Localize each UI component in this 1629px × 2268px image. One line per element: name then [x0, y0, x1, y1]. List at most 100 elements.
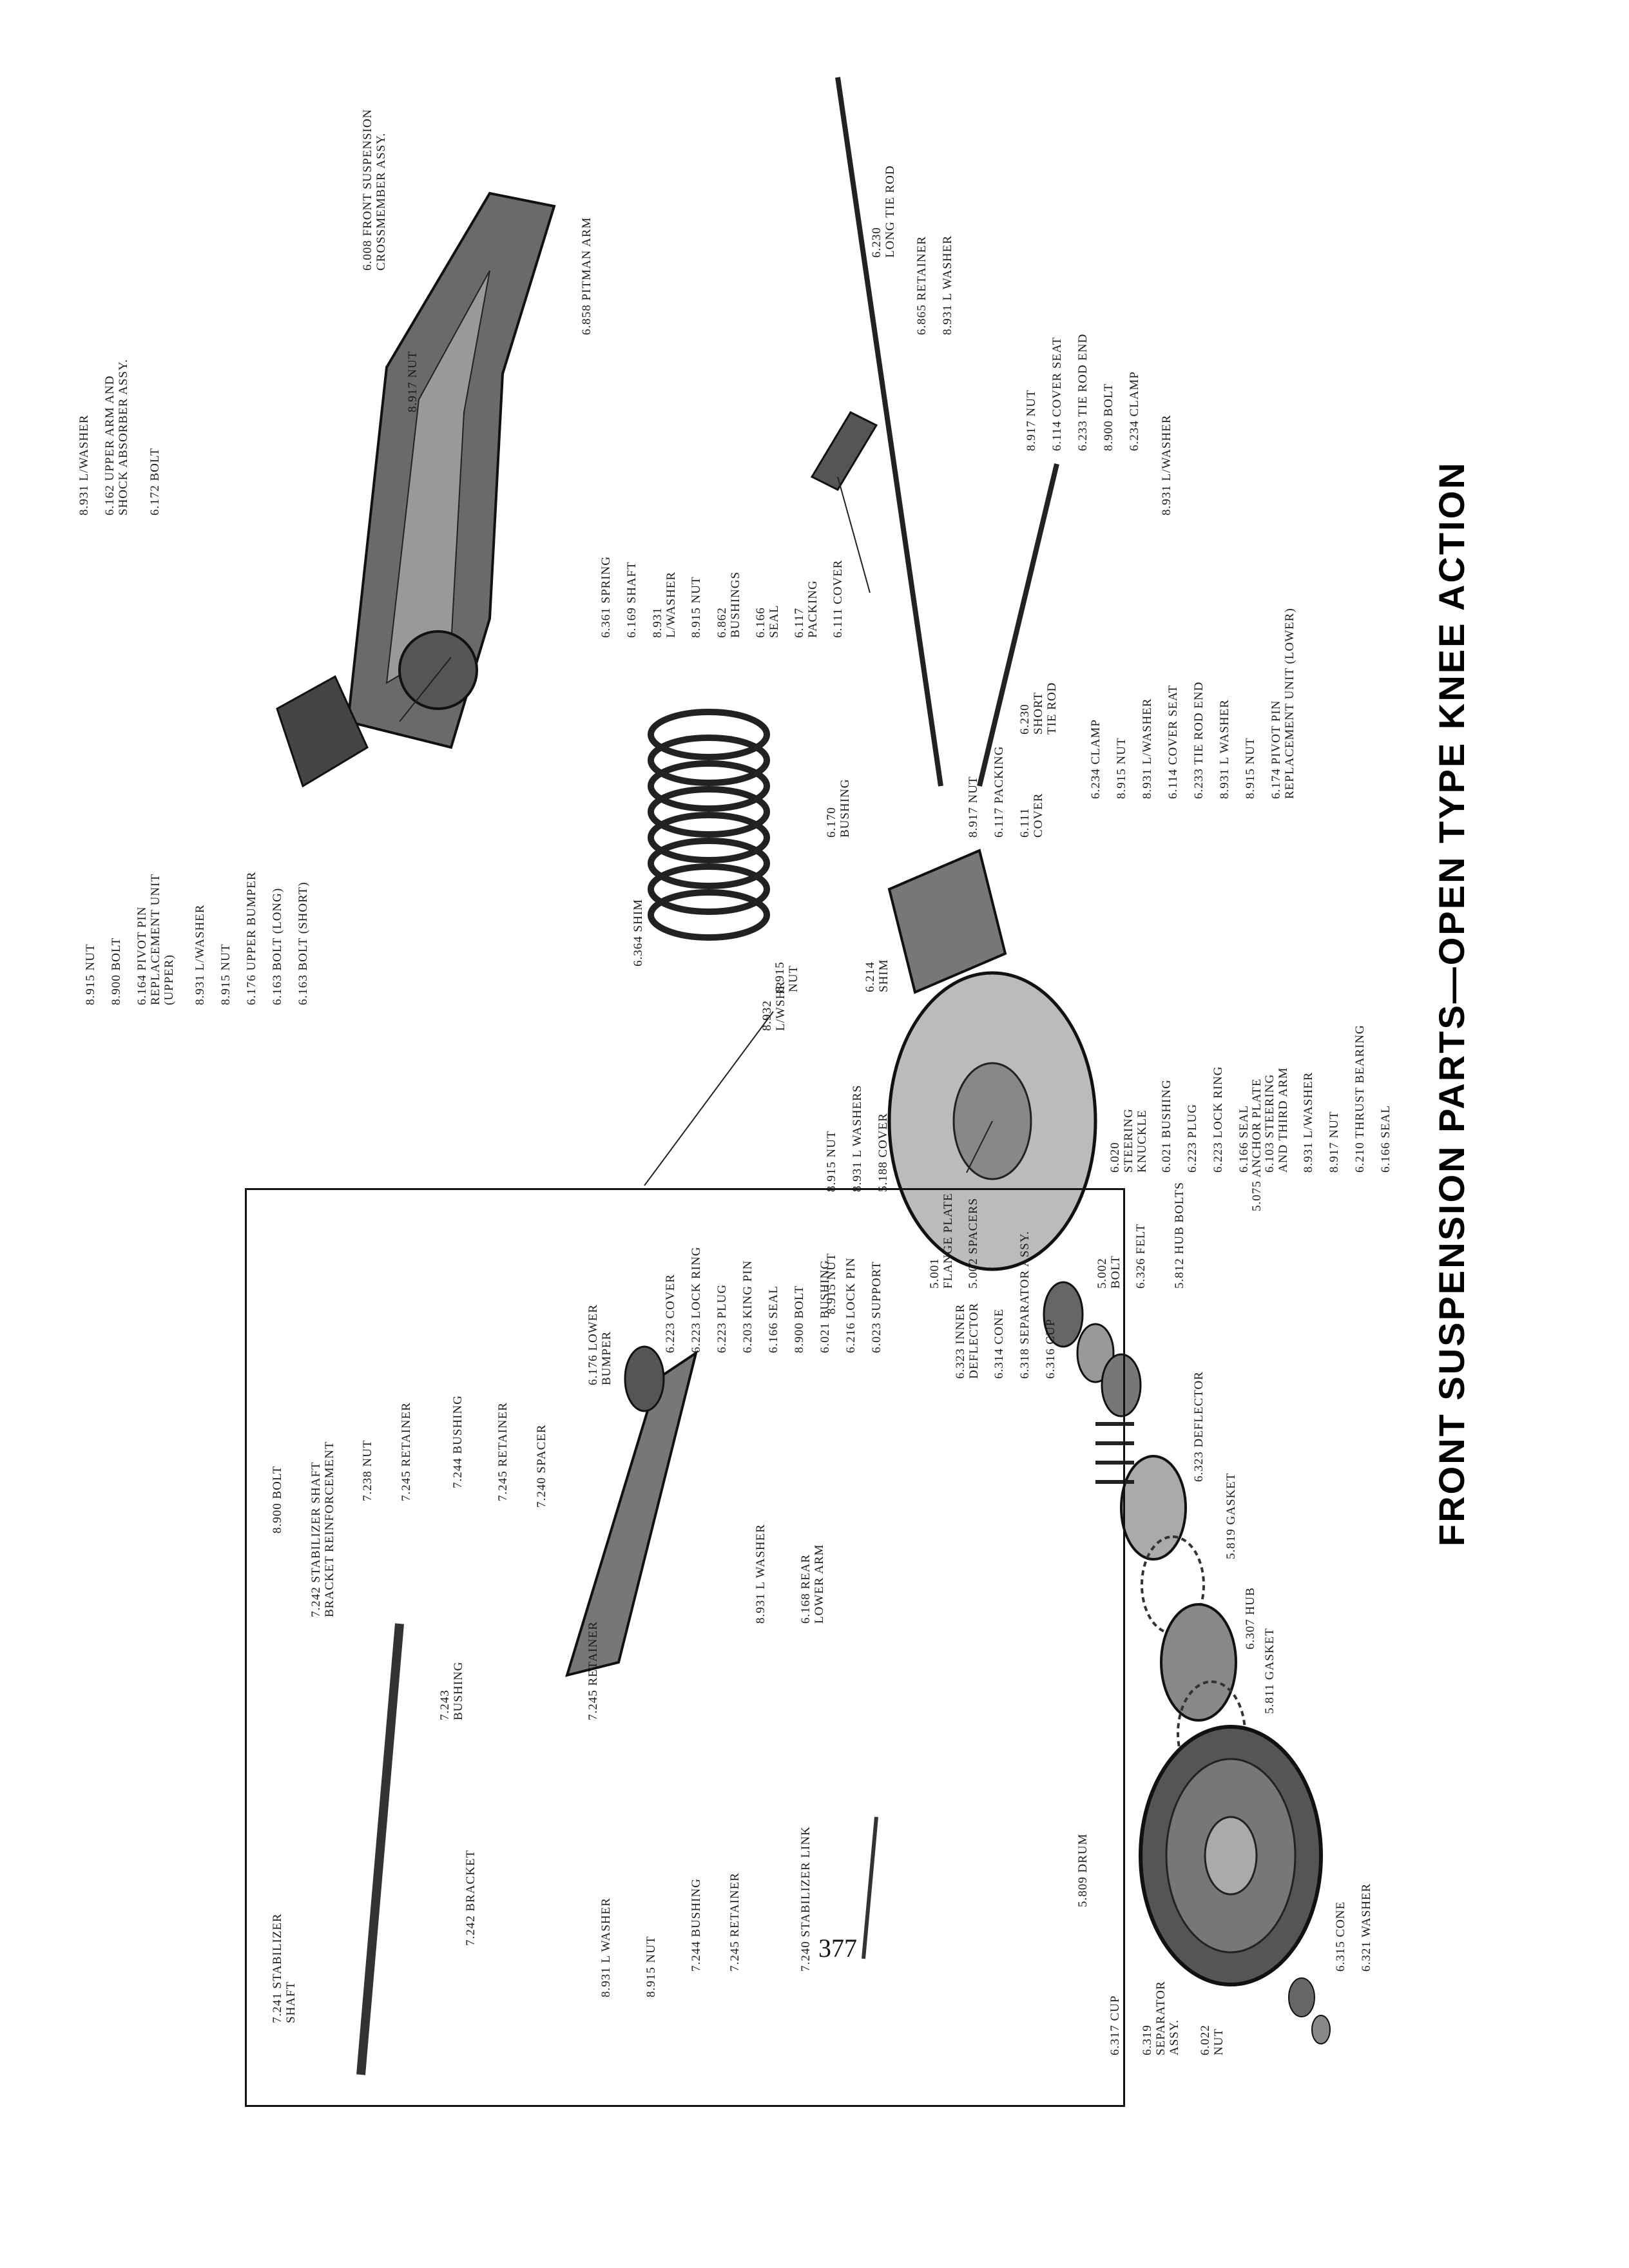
long-tie-rod: [835, 77, 943, 787]
label: 6.169 SHAFT: [625, 561, 639, 638]
label: 7.241 STABILIZER SHAFT: [271, 1913, 298, 2023]
label: 6.174 PIVOT PIN REPLACEMENT UNIT (LOWER): [1269, 608, 1296, 799]
gasket: [1141, 1535, 1205, 1635]
label: 7.245 RETAINER: [728, 1872, 742, 1972]
label: 8.915 NUT: [825, 1130, 838, 1192]
label: 6.314 CONE: [992, 1308, 1006, 1379]
hub-bolts: [1095, 1422, 1134, 1484]
label: 6.230 LONG TIE ROD: [870, 165, 897, 258]
label: 6.168 REAR LOWER ARM: [799, 1544, 826, 1624]
label: 5.075 ANCHOR PLATE: [1250, 1078, 1264, 1211]
label: 8.915 NUT: [689, 576, 703, 638]
steering-knuckle: [887, 849, 1007, 994]
label: 6.223 PLUG: [715, 1283, 729, 1353]
label: 6.318 SEPARATOR ASSY.: [1018, 1231, 1032, 1379]
label: 6.176 LOWER BUMPER: [586, 1303, 613, 1385]
hub: [1160, 1603, 1237, 1722]
label: 8.917 NUT: [406, 351, 419, 412]
label: 6.321 WASHER: [1360, 1883, 1373, 1972]
label: 7.240 SPACER: [535, 1424, 548, 1508]
label: 6.223 LOCK RING: [689, 1246, 703, 1353]
label: 8.900 BOLT: [110, 937, 123, 1005]
label: 6.203 KING PIN: [741, 1260, 755, 1353]
lower-arm: [565, 1350, 699, 1677]
crossmember-boss: [398, 630, 478, 710]
label: 8.931 L/WASHER: [1141, 698, 1154, 800]
pitman-arm: [810, 411, 878, 491]
label: 5.809 DRUM: [1076, 1833, 1090, 1907]
label: 7.245 RETAINER: [496, 1402, 510, 1501]
label: 6.315 CONE: [1334, 1901, 1347, 1972]
label: 5.001 FLANGE PLATE: [928, 1193, 955, 1289]
label: 6.163 BOLT (LONG): [271, 887, 284, 1005]
label: 6.214 SHIM: [863, 959, 891, 992]
label: 6.210 THRUST BEARING: [1353, 1024, 1367, 1173]
label: 8.917 NUT: [1327, 1111, 1341, 1173]
label: 5.812 HUB BOLTS: [1173, 1182, 1186, 1289]
stabilizer-link: [862, 1816, 878, 1959]
label: 6.326 FELT: [1134, 1223, 1148, 1289]
label: 7.244 BUSHING: [689, 1878, 703, 1972]
label: 8.931 L WASHER: [754, 1524, 767, 1624]
label: 6.170 BUSHING: [825, 778, 852, 838]
lower-bumper: [624, 1345, 665, 1412]
outer-cone: [1288, 1977, 1315, 2017]
leader-lines: [399, 476, 993, 1186]
label: 6.166 SEAL: [1237, 1105, 1251, 1173]
label: 6.166 SEAL: [767, 1285, 780, 1353]
label: 6.223 PLUG: [1186, 1103, 1199, 1173]
label: 6.114 COVER SEAT: [1050, 336, 1064, 451]
label: 6.316 CUP: [1044, 1318, 1057, 1379]
label: 6.233 TIE ROD END: [1076, 333, 1090, 451]
label: 8.900 BOLT: [271, 1465, 284, 1533]
label: 6.117 PACKING: [992, 745, 1006, 838]
label: 6.008 FRONT SUSPENSION CROSSMEMBER ASSY.: [361, 108, 388, 271]
label: 7.245 RETAINER: [400, 1402, 413, 1501]
label: 8.931 L/WASHER: [651, 572, 678, 638]
label: 6.163 BOLT (SHORT): [296, 881, 310, 1005]
label: 7.245 RETAINER: [586, 1621, 600, 1720]
label: 6.164 PIVOT PIN REPLACEMENT UNIT (UPPER): [135, 873, 176, 1005]
label: 6.103 STEERING AND THIRD ARM: [1263, 1067, 1290, 1173]
washer: [1311, 2015, 1331, 2044]
label: 6.233 TIE ROD END: [1192, 681, 1206, 799]
cone: [1101, 1353, 1142, 1418]
label: 8.915 NUT: [644, 1936, 658, 1997]
label: 6.111 COVER: [1018, 793, 1045, 838]
label: 7.242 BRACKET: [464, 1849, 477, 1946]
page-number: 377: [818, 1934, 857, 1963]
label: 8.931 L/WASHER: [193, 904, 207, 1006]
label: 6.364 SHIM: [631, 898, 645, 966]
label: 8.931 L WASHER: [1218, 699, 1231, 799]
label: 6.117 PACKING: [793, 580, 820, 638]
label: 8.915 NUT: [219, 943, 233, 1005]
label: 6.111 COVER: [831, 559, 845, 638]
label: 6.323 INNER DEFLECTOR: [954, 1302, 981, 1379]
label: 8.931 L/WASHER: [1302, 1072, 1315, 1173]
label: 6.166 SEAL: [1379, 1105, 1393, 1173]
label: 6.176 UPPER BUMPER: [245, 871, 258, 1005]
label: 6.865 RETAINER: [915, 236, 929, 335]
label: 8.931 L/WASHER: [77, 414, 91, 516]
label: 6.230 SHORT TIE ROD: [1018, 682, 1059, 735]
label: 6.022 NUT: [1199, 2024, 1226, 2055]
label: 8.900 BOLT: [1102, 383, 1115, 451]
inner-deflector: [1043, 1281, 1084, 1348]
label: 5.188 COVER: [876, 1113, 890, 1192]
label: 8.917 NUT: [1025, 389, 1038, 451]
label: 5.819 GASKET: [1224, 1472, 1238, 1559]
label: 6.319 SEPARATOR ASSY.: [1141, 1981, 1181, 2055]
label: 7.242 STABILIZER SHAFT BRACKET REINFORCE…: [309, 1441, 336, 1617]
label: 6.166 SEAL: [754, 604, 781, 639]
label: 6.114 COVER SEAT: [1166, 684, 1180, 799]
label: 6.862 BUSHINGS: [715, 571, 742, 638]
coil-spring: [648, 709, 770, 941]
label: 6.234 CLAMP: [1089, 719, 1103, 799]
label: 6.023 SUPPORT: [870, 1261, 883, 1353]
label: 6.858 PITMAN ARM: [580, 216, 593, 335]
label: 6.021 BUSHING: [1160, 1079, 1173, 1173]
label: 8.915 NUT: [1244, 737, 1257, 799]
label: 8.931 L WASHER: [941, 235, 954, 335]
